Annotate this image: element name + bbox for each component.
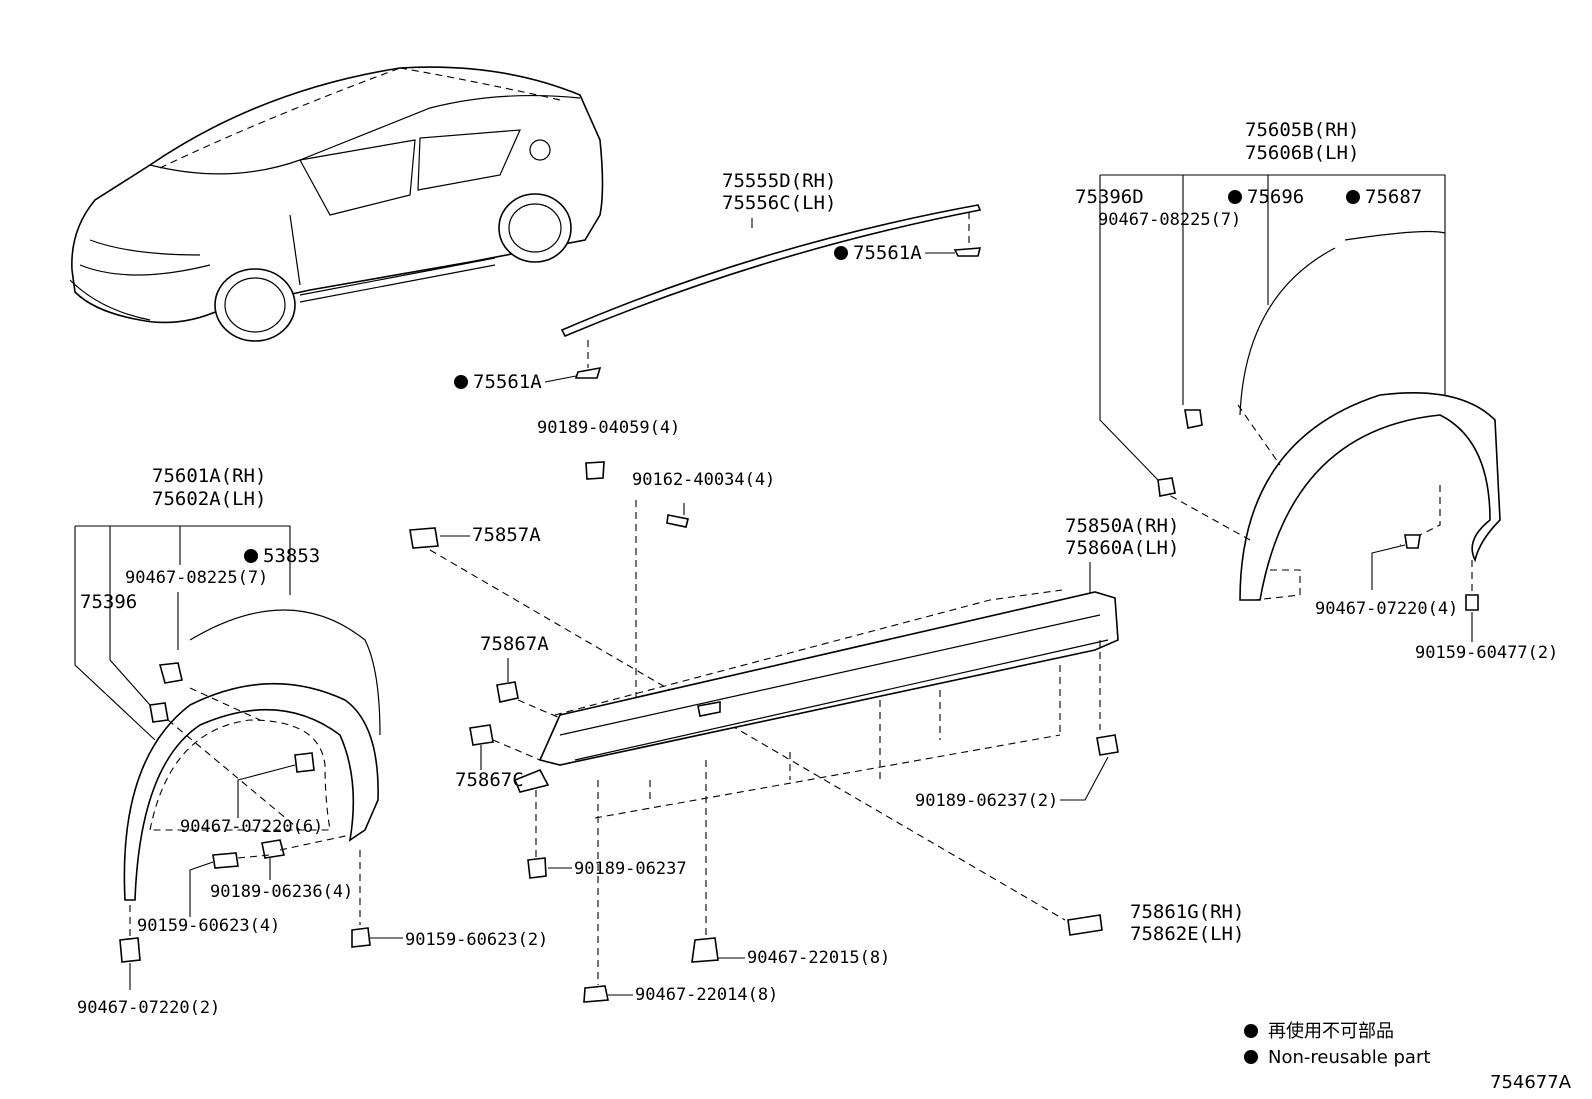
label-75867a: 75867A: [480, 633, 549, 655]
label-75696: 75696: [1247, 186, 1304, 208]
garnish-75861g: [1067, 914, 1103, 936]
clip-90467-22014: [583, 985, 609, 1003]
legend-en-text: Non-reusable part: [1268, 1047, 1430, 1068]
label-75601a: 75601A(RH): [152, 465, 266, 487]
clip-90189-06237-2: [1096, 734, 1119, 756]
legend-jp-text: 再使用不可部品: [1268, 1021, 1394, 1042]
label-90189-04059: 90189-04059(4): [537, 418, 680, 438]
label-75857a: 75857A: [472, 524, 541, 546]
label-75850a: 75850A(RH): [1065, 515, 1179, 537]
label-75561a-bottom: 75561A: [473, 371, 542, 393]
label-90467-08225-left: 90467-08225(7): [125, 568, 268, 588]
legend-bullet-en: [1244, 1050, 1258, 1064]
label-75860a: 75860A(LH): [1065, 537, 1179, 559]
clip-90189-04059: [585, 461, 605, 480]
label-75861g: 75861G(RH): [1130, 901, 1244, 923]
label-90467-08225-right: 90467-08225(7): [1098, 210, 1241, 230]
label-75561a-top: 75561A: [853, 242, 922, 264]
roof-moulding: [560, 204, 982, 379]
label-90189-06237: 90189-06237: [574, 859, 687, 879]
non-reusable-bullet: [834, 246, 848, 260]
front-wheel-arch-group: 75601A(RH) 75602A(LH) 53853 90467-08225(…: [74, 465, 403, 990]
legend: 再使用不可部品 Non-reusable part: [1244, 1021, 1430, 1068]
label-90159-60623-4: 90159-60623(4): [137, 916, 280, 936]
label-90162-40034: 90162-40034(4): [632, 470, 775, 490]
label-90189-06237-2: 90189-06237(2): [915, 791, 1058, 811]
label-75602a: 75602A(LH): [152, 488, 266, 510]
label-75396: 75396: [80, 591, 137, 613]
non-reusable-bullet: [244, 549, 258, 563]
label-75396d: 75396D: [1075, 186, 1144, 208]
clip-75867a: [496, 681, 519, 703]
label-90467-07220-2: 90467-07220(2): [77, 998, 220, 1018]
non-reusable-bullet: [1346, 190, 1360, 204]
label-90189-06236: 90189-06236(4): [210, 882, 353, 902]
rear-wheel-arch-group: 75605B(RH) 75606B(LH) 75396D 75696 75687…: [1075, 119, 1501, 642]
label-75606b: 75606B(LH): [1245, 142, 1359, 164]
label-90159-60623-2: 90159-60623(2): [405, 930, 548, 950]
non-reusable-bullet: [1228, 190, 1242, 204]
label-90467-22015: 90467-22015(8): [747, 948, 890, 968]
label-90467-22014: 90467-22014(8): [635, 985, 778, 1005]
label-90467-07220-4: 90467-07220(4): [1315, 599, 1458, 619]
diagram-id: 754677A: [1490, 1072, 1572, 1093]
label-75556c: 75556C(LH): [722, 192, 836, 214]
non-reusable-bullet: [454, 375, 468, 389]
clip-75857a: [409, 527, 439, 549]
vehicle-illustration: [69, 66, 604, 342]
label-75605b: 75605B(RH): [1245, 119, 1359, 141]
clip-90189-06237: [527, 857, 547, 879]
legend-bullet-jp: [1244, 1024, 1258, 1038]
clip-75867c: [469, 724, 494, 746]
label-75687: 75687: [1365, 186, 1422, 208]
label-53853: 53853: [263, 545, 320, 567]
rocker-panel-group: 75850A(RH) 75860A(LH): [513, 515, 1179, 985]
label-90467-07220-6: 90467-07220(6): [180, 817, 323, 837]
label-75555d: 75555D(RH): [722, 170, 836, 192]
label-75862e: 75862E(LH): [1130, 923, 1244, 945]
label-75867c: 75867C: [455, 769, 524, 791]
screw-90162-40034: [666, 514, 689, 528]
clip-90467-22015: [691, 937, 719, 963]
label-90159-60477: 90159-60477(2): [1415, 643, 1558, 663]
